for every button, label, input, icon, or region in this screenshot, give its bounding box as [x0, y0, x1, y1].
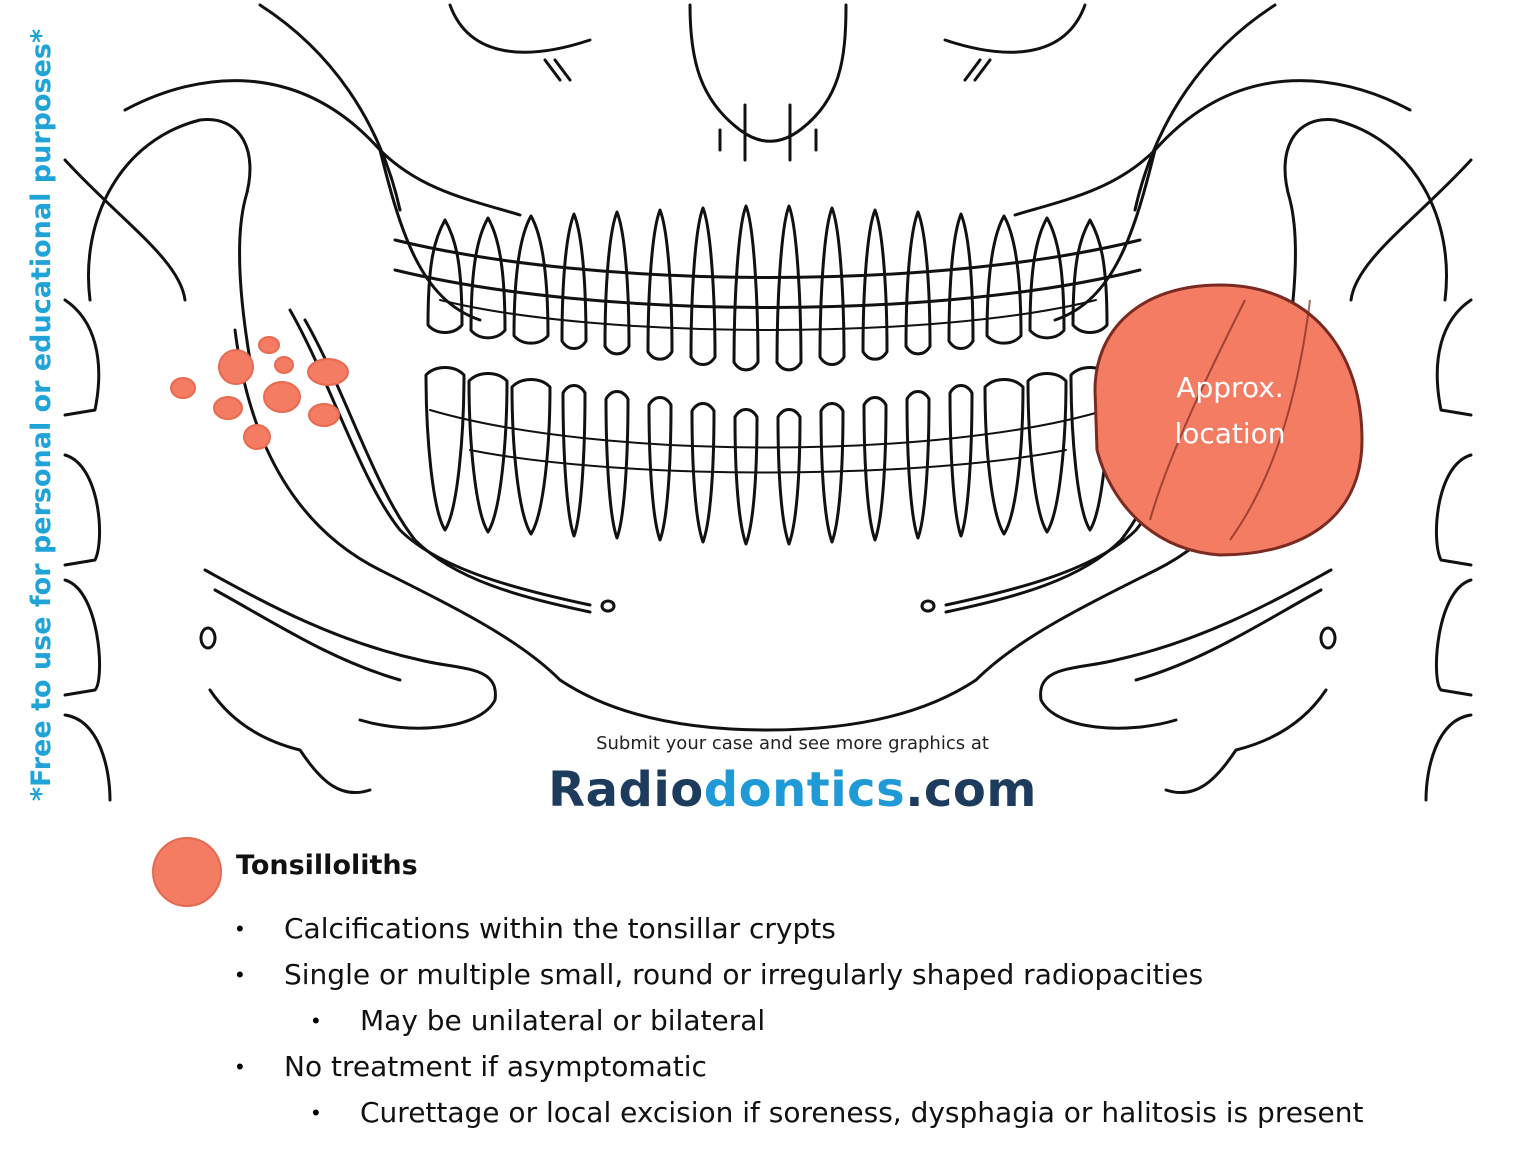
sub-bullet-item: Curettage or local excision if soreness,… — [360, 1096, 1364, 1129]
lower-tooth — [776, 408, 802, 546]
lower-tooth — [905, 390, 931, 540]
right-maxilla-outline — [1133, 3, 1277, 212]
left-hyoid — [203, 568, 497, 730]
legend-title: Tonsilloliths — [236, 850, 418, 881]
upper-tooth — [775, 204, 803, 372]
lower-tooth — [1026, 372, 1068, 534]
usage-note: *Free to use for personal or educational… — [26, 28, 57, 802]
tonsillolith-cluster — [170, 336, 349, 450]
bullet-marker: • — [236, 1054, 244, 1079]
upper-tooth — [512, 214, 550, 345]
approx-label-line1: Approx. — [1176, 371, 1284, 404]
sub-bullet-marker: • — [312, 1008, 320, 1033]
lower-tooth — [948, 384, 974, 538]
approx-location-marker — [1093, 283, 1364, 557]
hard-palate-line — [393, 238, 1142, 279]
lower-tooth — [604, 390, 630, 540]
upper-teeth — [426, 204, 1109, 372]
lower-tooth — [733, 408, 759, 546]
bullet-item: Calcifications within the tonsillar cryp… — [284, 912, 836, 945]
upper-tooth — [904, 210, 932, 356]
right-zygoma — [1013, 79, 1412, 217]
lower-tooth — [862, 396, 888, 542]
upper-tooth — [1071, 218, 1109, 334]
upper-tooth — [985, 214, 1023, 345]
brand-part-com: .com — [905, 762, 1037, 818]
upper-tooth — [560, 212, 588, 350]
left-zygoma — [123, 79, 522, 217]
upper-tooth — [689, 206, 717, 366]
upper-tooth — [732, 204, 760, 372]
lower-tooth — [424, 366, 466, 532]
bullet-marker: • — [236, 962, 244, 987]
brand-part-radio: Radio — [548, 762, 704, 818]
left-nasal-line — [448, 3, 592, 54]
approx-location-label: Approx. location — [1130, 365, 1330, 457]
upper-tooth — [603, 210, 631, 356]
sub-bullet-item: May be unilateral or bilateral — [360, 1004, 766, 1037]
right-hyoid — [1039, 568, 1333, 730]
lower-tooth — [467, 372, 509, 534]
approx-label-line2: location — [1174, 417, 1286, 450]
lower-tooth — [510, 378, 552, 536]
lower-tooth — [819, 402, 845, 544]
lower-teeth — [424, 366, 1111, 546]
mandible-outline — [233, 328, 1303, 732]
upper-tooth — [818, 206, 846, 366]
brand-part-dontics: dontics — [703, 762, 906, 818]
legend-color-dot — [152, 837, 222, 907]
upper-tooth — [947, 212, 975, 350]
lower-tooth — [983, 378, 1025, 536]
bullet-item: Single or multiple small, round or irreg… — [284, 958, 1204, 991]
bullet-item: No treatment if asymptomatic — [284, 1050, 707, 1083]
nasal-septum — [688, 3, 848, 143]
upper-tooth — [1028, 216, 1066, 340]
upper-tooth — [646, 208, 674, 361]
upper-tooth — [426, 218, 464, 334]
submit-case-text: Submit your case and see more graphics a… — [596, 733, 989, 754]
bullet-marker: • — [236, 916, 244, 941]
sub-bullet-marker: • — [312, 1100, 320, 1125]
left-maxilla-outline — [258, 3, 402, 212]
upper-tooth — [469, 216, 507, 340]
site-brand-link[interactable]: Radiodontics.com — [500, 762, 1085, 818]
left-condyle — [87, 118, 252, 362]
upper-tooth — [861, 208, 889, 361]
lower-tooth — [647, 396, 673, 542]
lower-tooth — [690, 402, 716, 544]
lower-tooth — [561, 384, 587, 538]
